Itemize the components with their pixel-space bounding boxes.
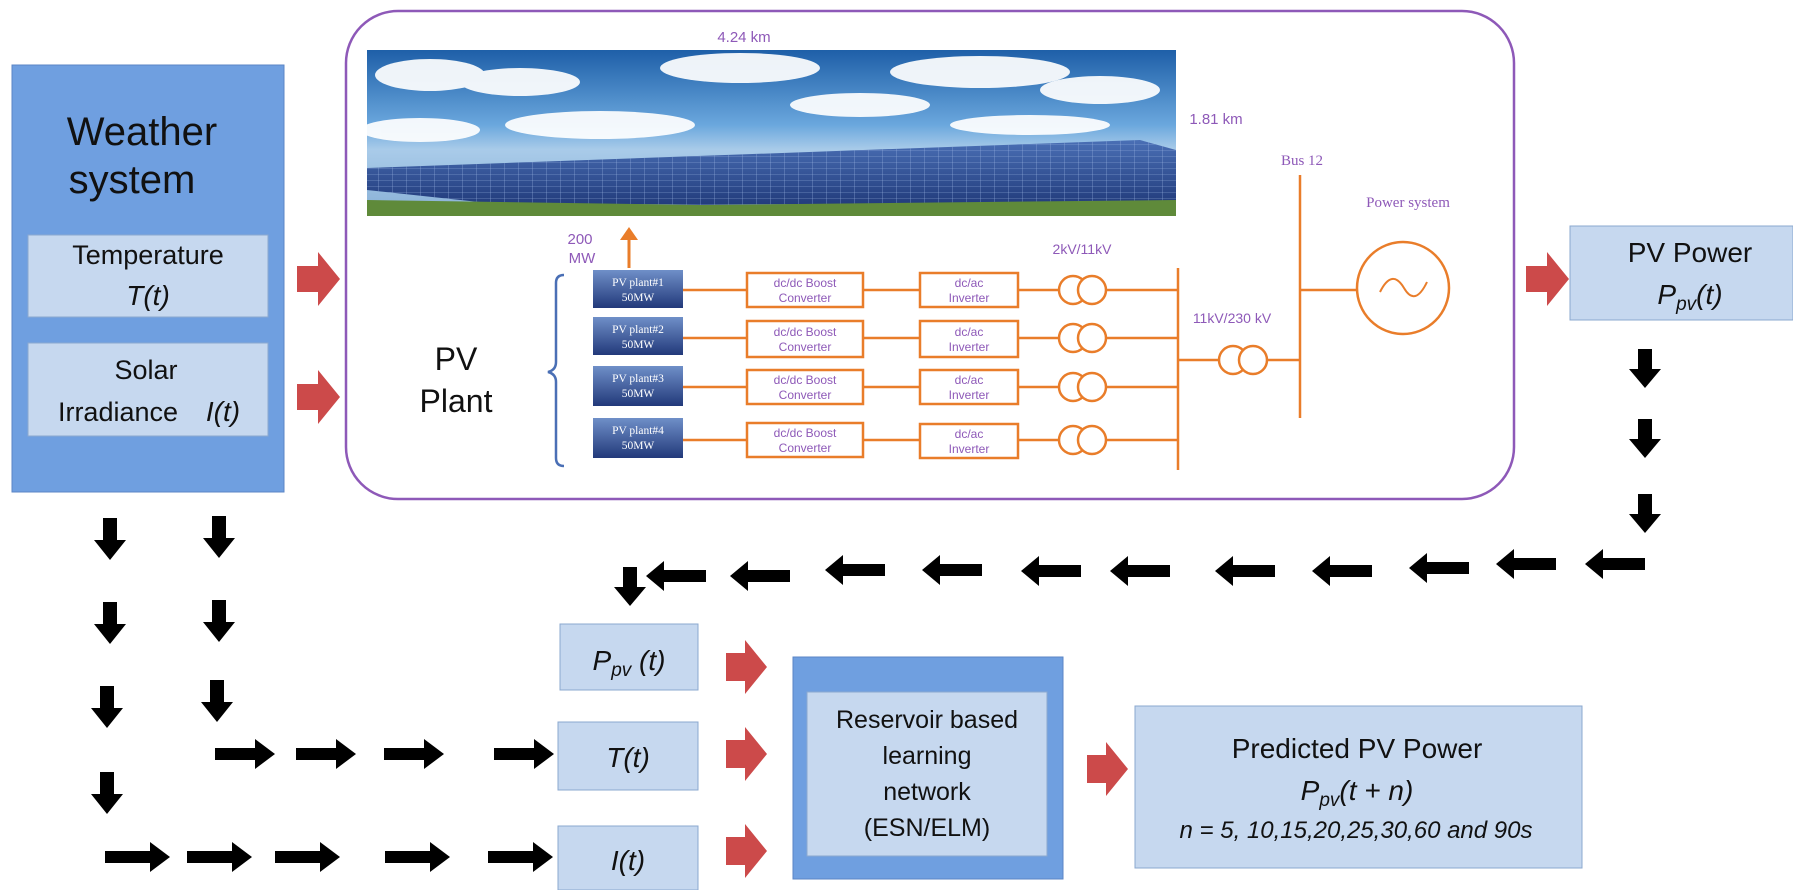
irradiance-symbol: I(t)	[206, 396, 240, 427]
reservoir-line1: Reservoir based	[836, 706, 1018, 734]
pv-unit-name: PV plant#2	[612, 324, 664, 336]
input-t-box	[557, 721, 699, 791]
bus-label: Bus 12	[1281, 153, 1323, 169]
inverter-label-2: Inverter	[949, 291, 990, 305]
pv-unit-mw: 50MW	[622, 339, 655, 351]
temperature-label: Temperature	[72, 240, 224, 270]
boost-label: dc/dc Boost	[774, 325, 837, 339]
plant-group-brace	[547, 273, 565, 468]
boost-label-2: Converter	[779, 340, 832, 354]
inverter-label: dc/ac	[955, 427, 984, 441]
ac-source-icon	[1355, 240, 1451, 336]
reservoir-box	[806, 691, 1048, 857]
flow-arrows-return-row	[614, 549, 1645, 606]
input-ppv-box	[559, 623, 699, 691]
pv-plant-row-1: PV plant#1 50MW	[593, 270, 683, 308]
reservoir-line4: (ESN/ELM)	[864, 814, 990, 842]
reservoir-line2: learning	[883, 742, 972, 770]
red-arrow-input-t	[726, 727, 767, 781]
pv-power-title: PV Power	[1628, 237, 1753, 268]
pv-plant-row-3: PV plant#3 50MW	[593, 366, 683, 406]
boost-converter-1: dc/dc Boost Converter	[745, 271, 865, 309]
flow-arrows-temperature-row	[215, 739, 554, 769]
pv-plant-label-line1: PV	[435, 341, 478, 377]
inverter-label-2: Inverter	[949, 340, 990, 354]
boost-label: dc/dc Boost	[774, 426, 837, 440]
boost-label-2: Converter	[779, 388, 832, 402]
red-arrow-temperature	[297, 252, 340, 306]
input-ppv-symbol: Ppv (t)	[593, 645, 666, 681]
inverter-label: dc/ac	[955, 373, 984, 387]
pv-plant-row-2: PV plant#2 50MW	[593, 317, 683, 355]
irradiance-label: Irradiance	[58, 397, 178, 427]
boost-label: dc/dc Boost	[774, 373, 837, 387]
red-arrow-input-i	[726, 824, 767, 878]
irradiance-box	[27, 342, 269, 437]
boost-converter-4: dc/dc Boost Converter	[745, 421, 865, 459]
solar-farm-photo	[360, 50, 1176, 216]
weather-title-line1: Weather	[67, 110, 217, 154]
plant-height-label: 1.81 km	[1189, 111, 1242, 128]
flow-arrows-right-column	[1629, 349, 1661, 533]
plant-capacity-unit: MW	[569, 250, 596, 267]
power-system-label: Power system	[1366, 195, 1450, 211]
transformer-small-label: 2kV/11kV	[1053, 241, 1113, 257]
boost-label-2: Converter	[779, 291, 832, 305]
flow-arrows-irradiance-row	[105, 842, 553, 872]
red-arrow-input-ppv	[726, 640, 767, 694]
boost-label: dc/dc Boost	[774, 276, 837, 290]
flow-arrows-weather-down	[91, 516, 235, 814]
red-arrow-irradiance	[297, 370, 340, 424]
reservoir-line3: network	[883, 778, 971, 806]
predicted-symbol: Ppv(t + n)	[1301, 775, 1414, 811]
temperature-box	[27, 234, 269, 318]
transformer-11kv-230kv	[1217, 344, 1269, 376]
capacity-up-arrow	[620, 227, 638, 268]
inverter-1: dc/ac Inverter	[918, 271, 1020, 309]
temperature-symbol: T(t)	[126, 280, 170, 311]
red-arrow-prediction	[1087, 742, 1128, 796]
inverter-label-2: Inverter	[949, 388, 990, 402]
transformers-2kv-11kv	[1057, 274, 1108, 456]
boost-converter-3: dc/dc Boost Converter	[745, 368, 865, 406]
red-arrow-pv-power	[1526, 252, 1569, 306]
pv-power-symbol: Ppv(t)	[1657, 279, 1722, 315]
input-i-symbol: I(t)	[611, 845, 645, 876]
inverter-label: dc/ac	[955, 276, 984, 290]
predicted-horizons: n = 5, 10,15,20,25,30,60 and 90s	[1180, 817, 1533, 844]
inverter-label-2: Inverter	[949, 442, 990, 456]
pv-unit-mw: 50MW	[622, 388, 655, 400]
weather-title-line2: system	[69, 158, 196, 202]
plant-wiring	[683, 175, 1357, 470]
boost-label-2: Converter	[779, 441, 832, 455]
pv-unit-name: PV plant#4	[612, 425, 664, 437]
pv-unit-name: PV plant#3	[612, 373, 664, 385]
input-t-symbol: T(t)	[606, 742, 650, 773]
plant-width-label: 4.24 km	[717, 29, 770, 46]
predicted-box	[1134, 705, 1583, 869]
input-i-box	[557, 825, 699, 890]
pv-plant-label-line2: Plant	[420, 383, 493, 419]
transformer-large-label: 11kV/230 kV	[1193, 310, 1272, 326]
pv-unit-mw: 50MW	[622, 440, 655, 452]
inverter-2: dc/ac Inverter	[918, 319, 1020, 359]
solar-label: Solar	[114, 355, 177, 385]
predicted-title: Predicted PV Power	[1232, 733, 1483, 764]
inverter-3: dc/ac Inverter	[918, 368, 1020, 406]
inverter-4: dc/ac Inverter	[918, 422, 1020, 460]
plant-capacity-value: 200	[567, 231, 592, 248]
pv-unit-mw: 50MW	[622, 292, 655, 304]
pv-unit-name: PV plant#1	[612, 277, 664, 289]
pv-plant-row-4: PV plant#4 50MW	[593, 418, 683, 458]
inverter-label: dc/ac	[955, 325, 984, 339]
boost-converter-2: dc/dc Boost Converter	[745, 319, 865, 359]
pv-power-box	[1569, 225, 1793, 321]
